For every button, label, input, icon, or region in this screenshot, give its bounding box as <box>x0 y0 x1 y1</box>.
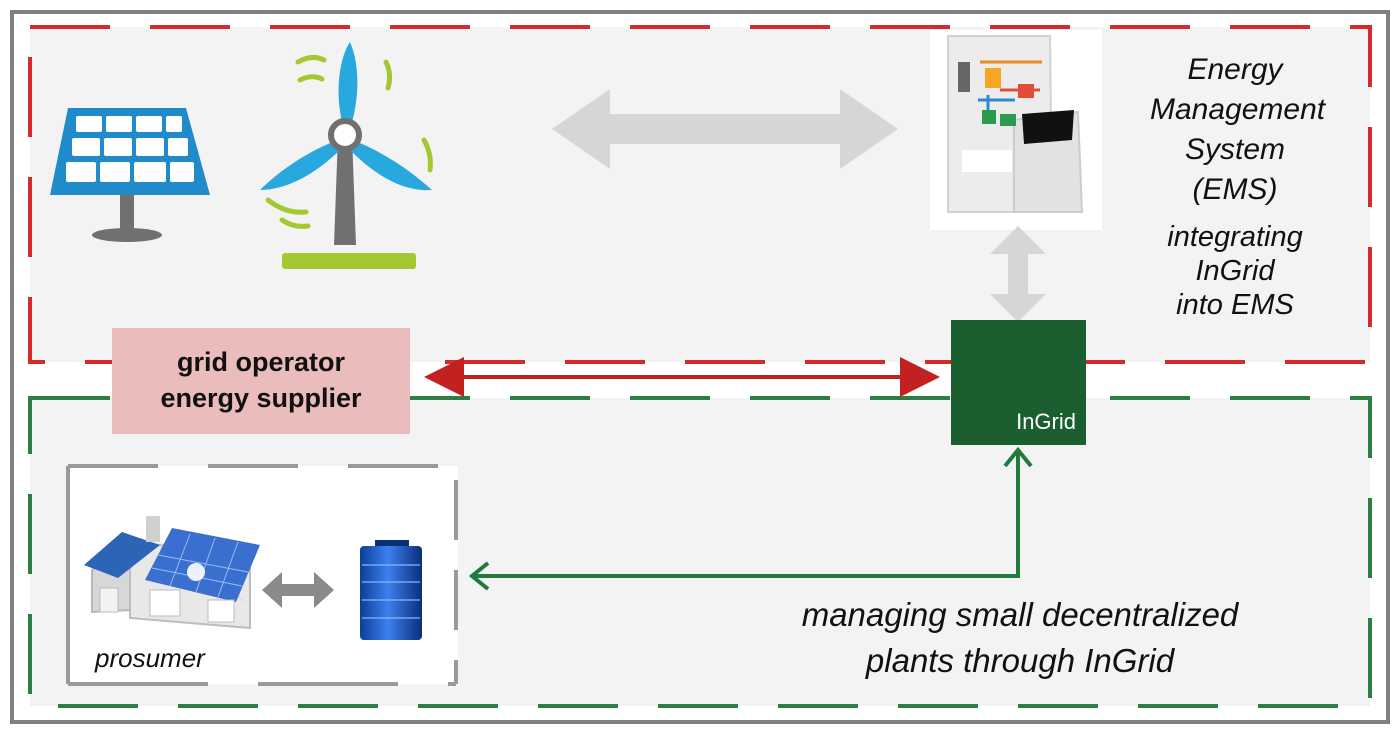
wind-turbine-icon <box>260 42 433 269</box>
ems-title-line: System (EMS) <box>1184 133 1286 206</box>
solar-panel-icon <box>50 108 210 242</box>
grid-operator-box <box>112 328 410 434</box>
ems-zone-fill <box>30 27 1370 362</box>
caption-line: into EMS <box>1176 289 1294 321</box>
prosumer-label: prosumer <box>95 643 205 673</box>
house-with-solar-icon <box>84 516 260 630</box>
ems-terminal-icon <box>930 30 1102 230</box>
ingrid-label: InGrid <box>1016 409 1076 434</box>
green-arrowhead-left <box>468 561 490 591</box>
caption-line: InGrid <box>1195 255 1275 287</box>
ems-title-line: Management <box>1150 93 1326 126</box>
ingrid-box <box>951 320 1086 445</box>
grid-operator-label: grid operator energy supplier <box>112 344 410 416</box>
ems-integration-caption: integrating InGrid into EMS <box>1145 220 1325 322</box>
ems-title-line: Energy <box>1187 53 1283 86</box>
decentral-line: managing small decentralized <box>801 596 1239 633</box>
battery-icon <box>360 540 422 640</box>
green-arrowhead-up <box>1003 446 1033 468</box>
ingrid-prosumer-green-arrow <box>472 450 1020 578</box>
caption-line: integrating <box>1167 221 1303 253</box>
house-battery-grey-arrow <box>262 572 334 608</box>
ems-title: Energy Management System (EMS) <box>1150 50 1326 210</box>
grid-operator-line: energy supplier <box>160 383 362 413</box>
decentral-line: plants through InGrid <box>865 642 1175 679</box>
grid-operator-line: grid operator <box>176 347 345 377</box>
decentral-caption: managing small decentralized plants thro… <box>720 592 1320 684</box>
ems-grey-double-arrow <box>552 89 898 169</box>
prosumer-zone-border <box>28 396 1372 708</box>
ems-ingrid-grey-arrow <box>990 226 1046 322</box>
